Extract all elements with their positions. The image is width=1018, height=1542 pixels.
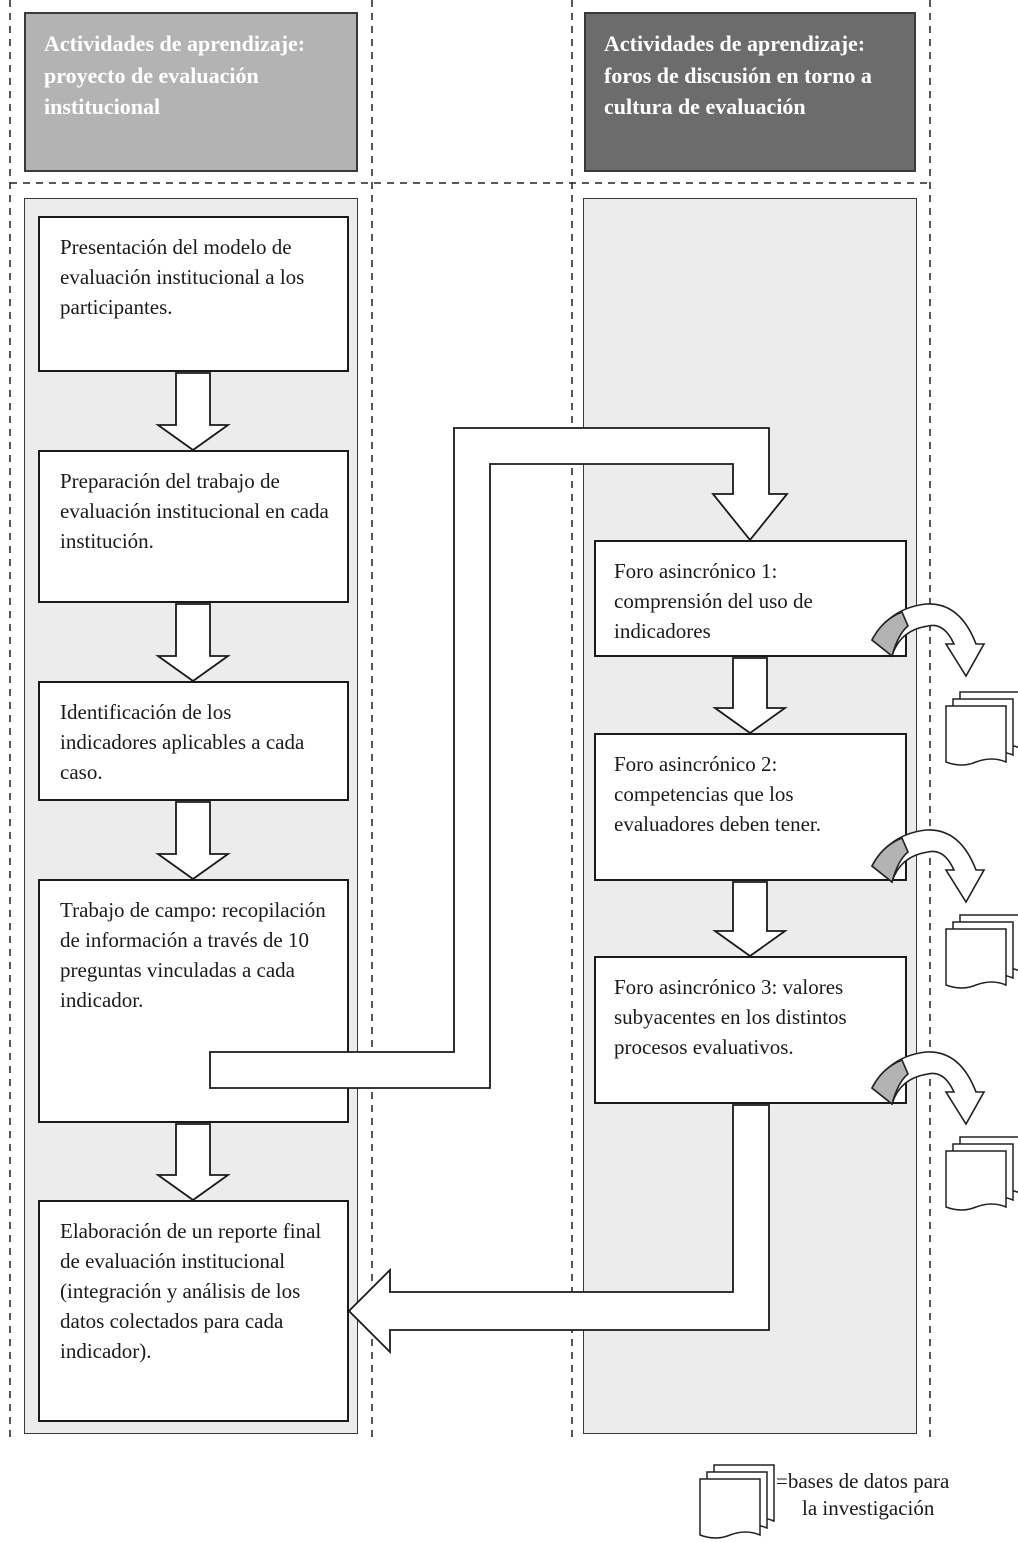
legend-line-1: =bases de datos para bbox=[776, 1469, 950, 1493]
connector-to-final-report bbox=[347, 1104, 770, 1355]
step-identification: Identificación de los indicadores aplica… bbox=[38, 681, 349, 801]
step-preparation: Preparación del trabajo de evaluación in… bbox=[38, 450, 349, 603]
forum-1: Foro asincrónico 1: comprensión del uso … bbox=[594, 540, 907, 657]
step-presentation: Presentación del modelo de evaluación in… bbox=[38, 216, 349, 372]
down-arrow-2 bbox=[155, 603, 231, 683]
forum-2: Foro asincrónico 2: competencias que los… bbox=[594, 733, 907, 881]
forum-3: Foro asincrónico 3: valores subyacentes … bbox=[594, 956, 907, 1104]
legend: =bases de datos para la investigación bbox=[776, 1468, 1012, 1522]
legend-line-2: la investigación bbox=[802, 1496, 935, 1520]
database-1-icon bbox=[945, 691, 1018, 766]
down-arrow-3 bbox=[155, 801, 231, 881]
database-3-icon bbox=[945, 1136, 1018, 1211]
down-arrow-4 bbox=[155, 1123, 231, 1202]
legend-document-stack-icon bbox=[699, 1464, 775, 1539]
right-lane-header: Actividades de aprendizaje: foros de dis… bbox=[584, 12, 916, 172]
curved-arrow-3-icon bbox=[871, 1051, 985, 1125]
step-final-report: Elaboración de un reporte final de evalu… bbox=[38, 1200, 349, 1422]
down-arrow-5 bbox=[712, 657, 788, 735]
connector-to-forum-1 bbox=[209, 427, 789, 1089]
down-arrow-1 bbox=[155, 372, 231, 452]
left-lane-header: Actividades de aprendizaje: proyecto de … bbox=[24, 12, 358, 172]
curved-arrow-2-icon bbox=[871, 829, 985, 903]
curved-arrow-1-icon bbox=[871, 603, 985, 677]
database-2-icon bbox=[945, 914, 1018, 989]
down-arrow-6 bbox=[712, 881, 788, 958]
